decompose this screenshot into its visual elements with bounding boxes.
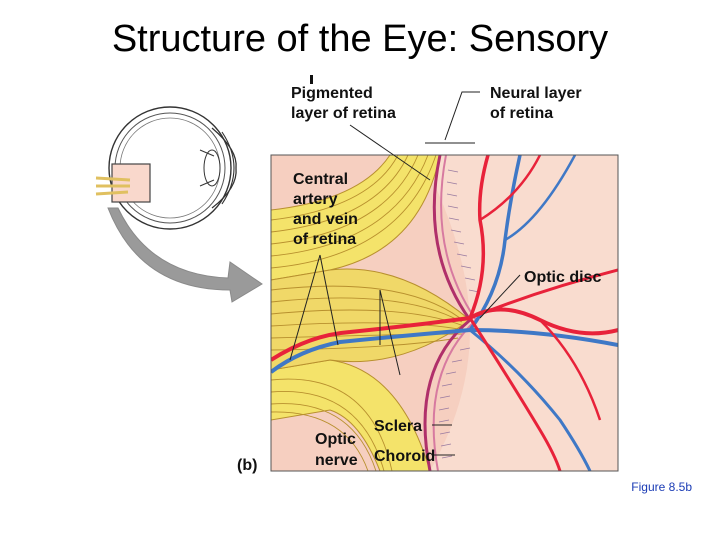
slide-title: Structure of the Eye: Sensory xyxy=(111,18,609,60)
figure-reference: Figure 8.5b xyxy=(631,480,692,494)
leader-lines xyxy=(289,91,521,456)
label-optic-nerve-1: Optic xyxy=(315,431,356,448)
label-central-artery-1: Central xyxy=(293,171,348,188)
panel-label: (b) xyxy=(237,457,257,474)
label-central-artery-3: and vein xyxy=(293,211,358,228)
retina-cross-section xyxy=(271,155,618,471)
label-pigmented-layer-2: layer of retina xyxy=(291,105,396,122)
label-optic-disc: Optic disc xyxy=(524,269,601,286)
label-optic-nerve-2: nerve xyxy=(315,452,358,469)
label-pigmented-layer: Pigmented xyxy=(291,85,373,102)
label-central-artery-4: of retina xyxy=(293,231,356,248)
label-sclera: Sclera xyxy=(374,418,422,435)
label-central-artery-2: artery xyxy=(293,191,338,208)
label-neural-layer-2: of retina xyxy=(490,105,553,122)
label-neural-layer: Neural layer xyxy=(490,85,582,102)
zoom-arrow xyxy=(107,207,263,303)
label-choroid: Choroid xyxy=(374,448,435,465)
eyeball-overview xyxy=(95,106,237,230)
zoom-region-box xyxy=(111,163,151,203)
